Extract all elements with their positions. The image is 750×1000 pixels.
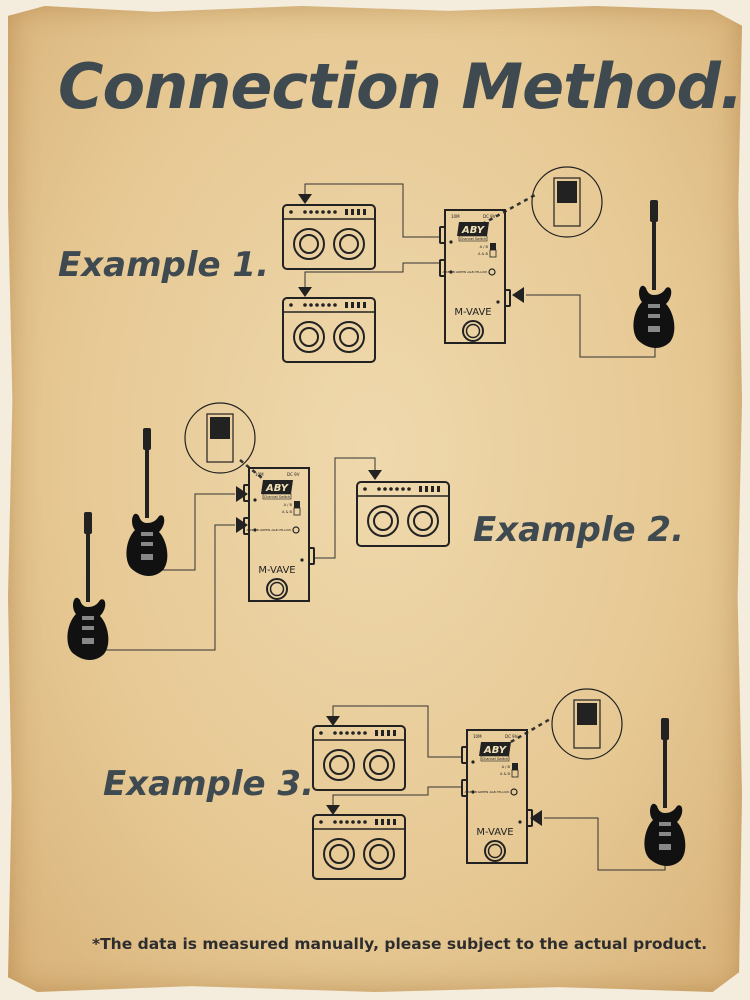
guitar-b-icon [67, 512, 109, 660]
amplifier-b-icon [312, 814, 406, 880]
example-1-label: Example 1. [58, 245, 269, 285]
amplifier-b-icon [282, 297, 376, 363]
example-2-label: Example 2. [473, 510, 684, 550]
pedal-brand: M-VAVE [258, 565, 295, 576]
switch-b-label: A & B [500, 772, 511, 776]
arrow-icon [368, 470, 382, 480]
disclaimer-note: *The data is measured manually, please s… [92, 935, 708, 953]
pedal-2-labels: 10M DC 9V ABY Channel Switch A / B A & B… [247, 472, 300, 576]
pedal-subtitle: Channel Switch [460, 237, 486, 241]
led-legend: A:RED B:GREEN A&B:YELLOW [443, 270, 488, 274]
left-jack-label: 10M [255, 472, 264, 477]
switch-a-label: A / B [502, 765, 511, 769]
pedal-brand: M-VAVE [476, 827, 513, 838]
switch-b-label: A & B [282, 510, 293, 514]
parchment-background [8, 6, 742, 992]
arrow-icon [512, 287, 524, 303]
switch-a-label: A / B [480, 245, 489, 249]
switch-zoom-icon [184, 402, 256, 474]
arrow-icon [236, 517, 248, 533]
example-3-label: Example 3. [103, 764, 314, 804]
switch-b-label: A & B [478, 252, 489, 256]
pedal-logo: ABY [265, 483, 290, 494]
pedal-subtitle: Channel Switch [264, 495, 290, 499]
guitar-a-icon [126, 428, 168, 576]
pedal-subtitle: Channel Switch [482, 757, 508, 761]
amplifier-a-icon [282, 204, 376, 270]
amplifier-icon [356, 481, 450, 547]
led-legend: A:RED B:GREEN A&B:YELLOW [465, 790, 510, 794]
right-jack-label: DC 9V [287, 472, 300, 477]
guitar-icon [633, 200, 675, 348]
pedal-logo: ABY [483, 745, 508, 756]
pedal-logo: ABY [461, 225, 486, 236]
arrow-icon [236, 486, 248, 502]
pedal-3-labels: 10M DC 9V ABY Channel Switch A / B A & B… [465, 734, 518, 838]
arrow-icon [326, 805, 340, 815]
switch-zoom-icon [531, 166, 603, 238]
right-jack-label: DC 9V [483, 214, 496, 219]
right-jack-label: DC 9V [505, 734, 518, 739]
page-title: Connection Method. [58, 50, 743, 123]
arrow-icon [326, 716, 340, 726]
arrow-icon [298, 194, 312, 204]
switch-a-label: A / B [284, 503, 293, 507]
left-jack-label: 10M [451, 214, 460, 219]
amplifier-a-icon [312, 725, 406, 791]
led-legend: A:RED B:GREEN A&B:YELLOW [247, 528, 292, 532]
left-jack-label: 10M [473, 734, 482, 739]
pedal-1-labels: 10M DC 9V ABY Channel Switch A / B A & B… [443, 214, 496, 318]
arrow-icon [530, 810, 542, 826]
switch-zoom-icon [551, 688, 623, 760]
arrow-icon [298, 287, 312, 297]
pedal-brand: M-VAVE [454, 307, 491, 318]
guitar-icon [644, 718, 686, 866]
